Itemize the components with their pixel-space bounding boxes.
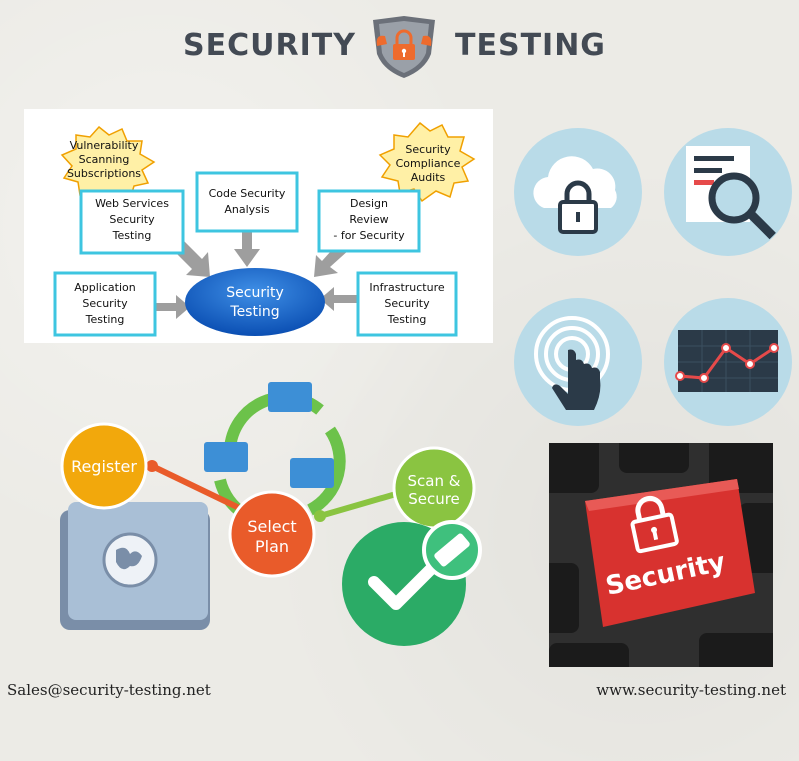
box-design-review xyxy=(317,189,421,253)
box-infra-line1: Infrastructure xyxy=(369,281,445,294)
box-design-line2: Review xyxy=(349,213,388,226)
box-design-line1: Design xyxy=(350,197,388,210)
register-bubble xyxy=(60,422,148,510)
select-plan-bubble xyxy=(228,490,316,578)
box-web-services xyxy=(79,189,185,255)
diagram-arrows xyxy=(156,231,358,319)
starburst-right-line2: Compliance xyxy=(396,157,461,170)
box-design-line3: - for Security xyxy=(333,229,405,242)
line-chart-icon xyxy=(664,298,792,426)
workflow-graphic: Register Select Plan Scan & Secure xyxy=(40,370,500,660)
globe-folder-icon xyxy=(60,502,210,630)
starburst-left-line2: Scanning xyxy=(79,153,130,166)
box-web-line3: Testing xyxy=(112,229,152,242)
box-app-line2: Security xyxy=(82,297,128,310)
box-infra-line3: Testing xyxy=(387,313,427,326)
cloud-lock-icon xyxy=(514,128,642,256)
starburst-left-line3: Subscriptions xyxy=(67,167,141,180)
security-testing-diagram: Vulnerability Scanning Subscriptions Sec… xyxy=(24,109,493,343)
select-plan-line1: Select xyxy=(247,517,296,536)
box-infra-line2: Security xyxy=(384,297,430,310)
starburst-right xyxy=(378,121,476,203)
register-label: Register xyxy=(71,457,137,476)
website-url[interactable]: www.security-testing.net xyxy=(596,681,786,699)
box-application xyxy=(53,271,157,337)
sales-email[interactable]: Sales@security-testing.net xyxy=(7,681,211,699)
shield-lock-icon xyxy=(373,16,435,78)
box-web-line1: Web Services xyxy=(95,197,169,210)
box-app-line3: Testing xyxy=(85,313,125,326)
header: SECURITY TESTING xyxy=(0,14,799,80)
box-code-security xyxy=(195,171,299,233)
center-ellipse xyxy=(185,268,325,336)
security-keyboard-image: Security xyxy=(549,443,773,667)
scan-secure-line1: Scan & xyxy=(408,472,461,490)
title-testing: TESTING xyxy=(455,28,606,63)
box-code-line2: Analysis xyxy=(224,203,270,216)
box-code-line1: Code Security xyxy=(209,187,286,200)
touch-tap-icon xyxy=(514,298,642,426)
starburst-right-line3: Audits xyxy=(411,171,446,184)
center-line1: Security xyxy=(226,285,284,301)
box-app-line1: Application xyxy=(74,281,135,294)
starburst-right-line1: Security xyxy=(405,143,451,156)
select-plan-line2: Plan xyxy=(255,537,289,556)
box-web-line2: Security xyxy=(109,213,155,226)
scan-secure-line2: Secure xyxy=(408,490,460,508)
box-infrastructure xyxy=(356,271,458,337)
center-line2: Testing xyxy=(229,304,279,320)
document-search-icon xyxy=(664,128,792,256)
title-security: SECURITY xyxy=(183,28,356,63)
starburst-left-line1: Vulnerability xyxy=(70,139,139,152)
